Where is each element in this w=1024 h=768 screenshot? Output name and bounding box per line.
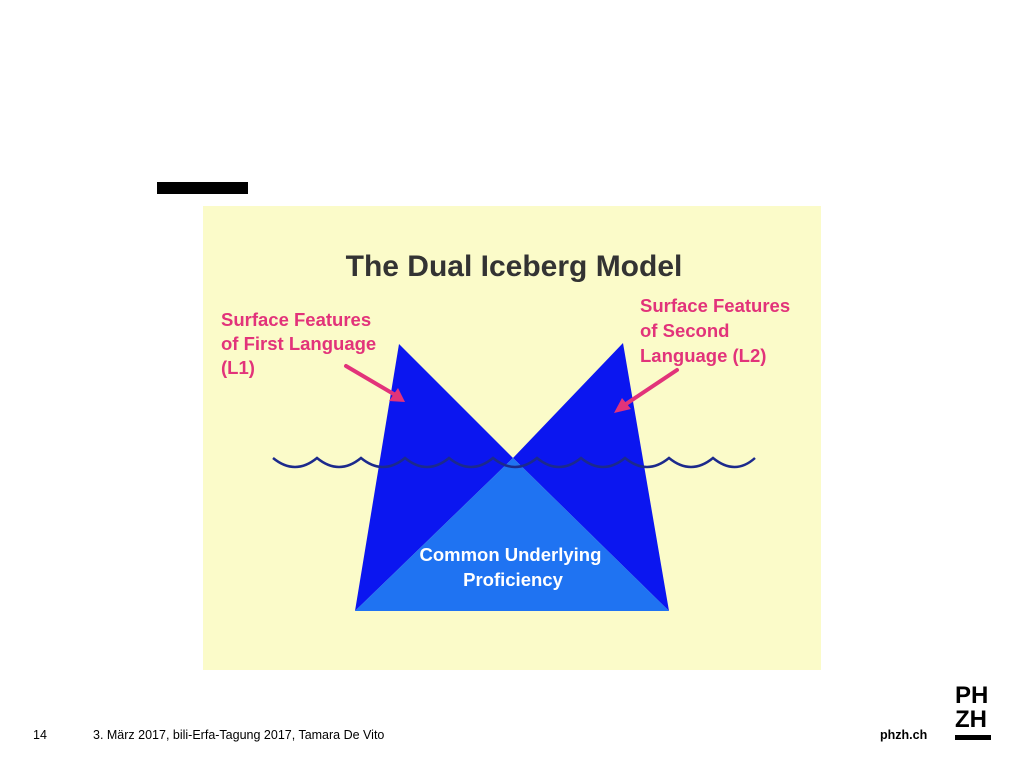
center-label: Common Underlying Proficiency [419,544,606,590]
l1-arrow-shaft [344,364,399,398]
l1-iceberg [355,344,513,611]
diagram-svg: The Dual Iceberg Model Surface Features … [203,206,821,670]
water-line [272,456,756,469]
l2-iceberg [513,343,669,611]
center-label-line-2: Proficiency [463,569,563,590]
logo-line-1: PH [955,682,989,709]
center-label-line-1: Common Underlying [419,544,601,565]
l1-label-line-3: (L1) [221,357,255,378]
title-bar [157,182,248,194]
l1-arrowhead [389,388,405,402]
l2-label: Surface Features of Second Language (L2) [640,295,795,366]
l2-label-line-3: Language (L2) [640,345,766,366]
l1-label-line-2: of First Language [221,333,376,354]
l1-label: Surface Features of First Language (L1) [221,309,381,378]
l2-label-line-2: of Second [640,320,729,341]
dual-iceberg-diagram: The Dual Iceberg Model Surface Features … [203,206,821,670]
diagram-title: The Dual Iceberg Model [346,250,683,283]
common-underlying-proficiency [355,458,669,611]
footer-site: phzh.ch [880,728,928,742]
l2-arrow-shaft [621,368,679,408]
l2-label-line-1: Surface Features [640,295,790,316]
logo-bar [955,735,991,740]
l1-label-line-1: Surface Features [221,309,371,330]
footer-info: 3. März 2017, bili-Erfa-Tagung 2017, Tam… [93,728,385,742]
phzh-logo: PH ZH [955,684,991,740]
l2-arrowhead [614,398,631,413]
page-number: 14 [33,728,47,742]
logo-line-2: ZH [955,706,987,733]
